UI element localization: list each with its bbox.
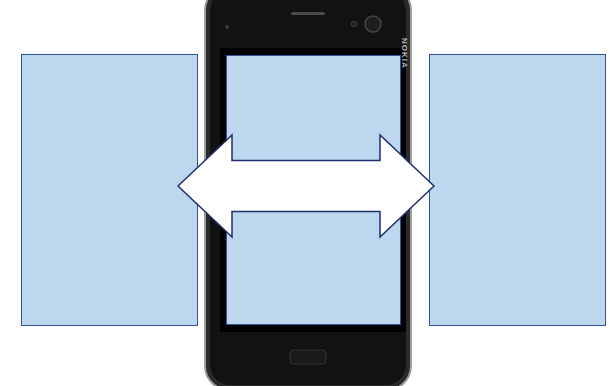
phone-body — [205, 0, 411, 386]
phone-light — [225, 25, 229, 29]
phone-face — [210, 0, 406, 385]
phone-earpiece — [291, 12, 325, 15]
screen-panel — [21, 54, 198, 326]
phone-button — [290, 350, 326, 364]
phone-camera — [365, 16, 381, 32]
block-arrow — [178, 135, 434, 237]
phone-screen — [220, 48, 406, 332]
brand-label: NOKIA — [400, 38, 409, 69]
phone-sensor — [351, 21, 357, 27]
screen-panel — [429, 54, 606, 326]
screen-panel — [226, 55, 401, 325]
